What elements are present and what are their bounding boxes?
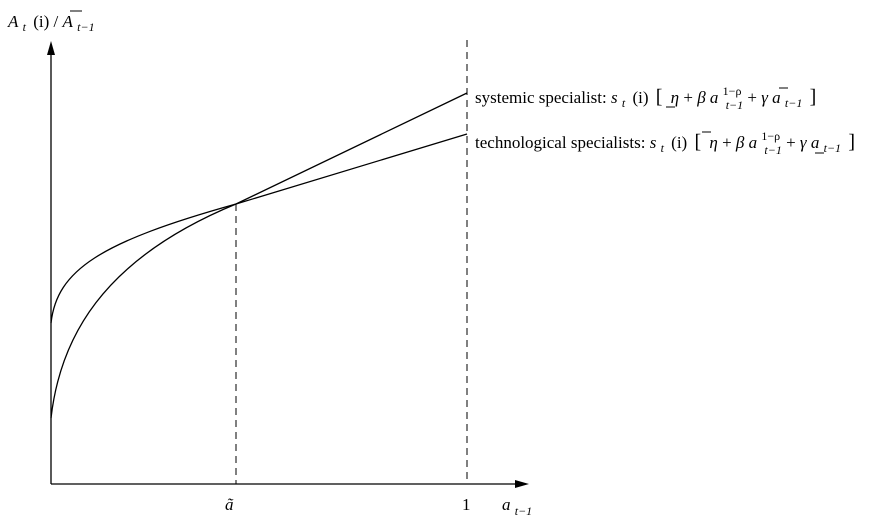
tech-a: a <box>749 133 758 152</box>
systemic-exp: 1−ρ <box>723 84 742 98</box>
tech-lbr: [ <box>694 131 701 153</box>
systemic-eta: η <box>671 88 679 107</box>
y-label-t: t <box>23 20 27 34</box>
x-axis-label: a t−1 <box>502 495 532 518</box>
technological-specialists-label: technological specialists: s t (i) [ η +… <box>475 125 855 158</box>
x-label-sub: t−1 <box>515 504 532 518</box>
tech-gamma: γ <box>800 133 808 152</box>
systemic-sub2: t−1 <box>785 96 802 110</box>
tech-eta: η <box>709 133 717 152</box>
y-label-i: (i) <box>33 12 49 31</box>
systemic-i: (i) <box>632 88 648 107</box>
x-label-a: a <box>502 495 511 514</box>
tech-i: (i) <box>671 133 687 152</box>
tech-prefix: technological specialists: <box>475 133 650 152</box>
tech-beta: β <box>735 133 745 152</box>
x-tick-one: 1 <box>462 495 471 514</box>
tech-sub2: t−1 <box>824 141 841 155</box>
y-label-A: A <box>7 12 19 31</box>
systemic-lbr: [ <box>656 86 663 108</box>
systemic-specialist-label: systemic specialist: s t (i) [ η + β a 1… <box>475 80 816 113</box>
systemic-s: s <box>611 88 618 107</box>
tech-plus2: + <box>786 133 800 152</box>
systemic-a: a <box>710 88 719 107</box>
systemic-specialist-curve <box>50 92 468 419</box>
tech-exp: 1−ρ <box>761 129 780 143</box>
systemic-plus1: + <box>683 88 697 107</box>
tech-s: s <box>650 133 657 152</box>
systemic-plus2: + <box>747 88 761 107</box>
systemic-prefix: systemic specialist: <box>475 88 611 107</box>
y-label-sub: t−1 <box>77 20 94 34</box>
x-tick-atilde: ã <box>225 495 234 514</box>
systemic-rbr: ] <box>810 86 817 108</box>
systemic-gamma: γ <box>761 88 769 107</box>
systemic-beta: β <box>696 88 706 107</box>
tech-a2: a <box>811 133 820 152</box>
tech-subt: t−1 <box>764 143 781 157</box>
y-label-slash: / <box>54 12 59 31</box>
systemic-t: t <box>622 96 626 110</box>
systemic-subt: t−1 <box>726 98 743 112</box>
tech-t: t <box>661 141 665 155</box>
technological-specialists-curve <box>50 133 468 324</box>
y-axis-arrow <box>47 41 55 55</box>
x-axis-arrow <box>515 480 529 488</box>
systemic-a2: a <box>772 88 781 107</box>
y-label-Abar: A <box>62 12 74 31</box>
tech-plus1: + <box>722 133 736 152</box>
y-axis-label: A t (i) / A t−1 <box>7 12 95 35</box>
tech-rbr: ] <box>848 131 855 153</box>
